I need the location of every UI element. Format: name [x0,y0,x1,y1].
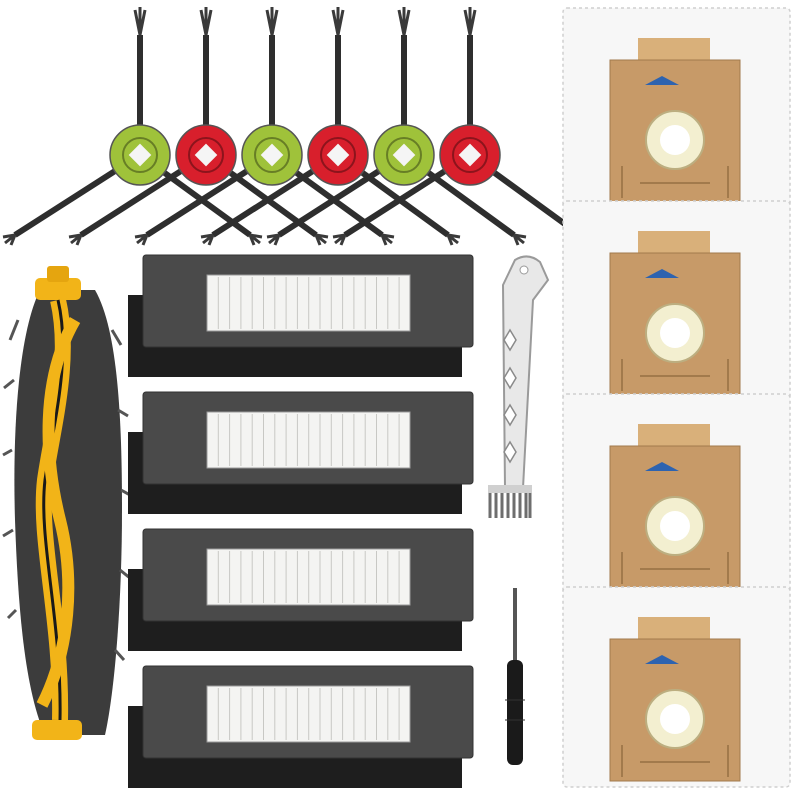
screwdriver-icon [505,588,525,765]
cleaning-tool-icon [488,255,550,518]
side-brush-icon [266,7,527,246]
hepa-filter-icon [128,665,474,788]
side-brush-icon [332,7,593,246]
dust-bag-icon [562,393,791,595]
side-brush-icon [68,7,329,246]
side-brush-icon [2,7,263,246]
dust-bag-icon [562,7,791,209]
hepa-filter-icon [128,391,474,514]
dust-bag-icon [562,200,791,402]
dust-bag-icon [562,586,791,788]
hepa-filter-icon [128,528,474,651]
filters-group [128,254,474,788]
dust-bags-group [562,7,791,788]
hepa-filter-icon [128,254,474,377]
side-brushes-group [2,7,593,246]
main-roller-brush-icon [2,266,131,740]
side-brush-icon [200,7,461,246]
